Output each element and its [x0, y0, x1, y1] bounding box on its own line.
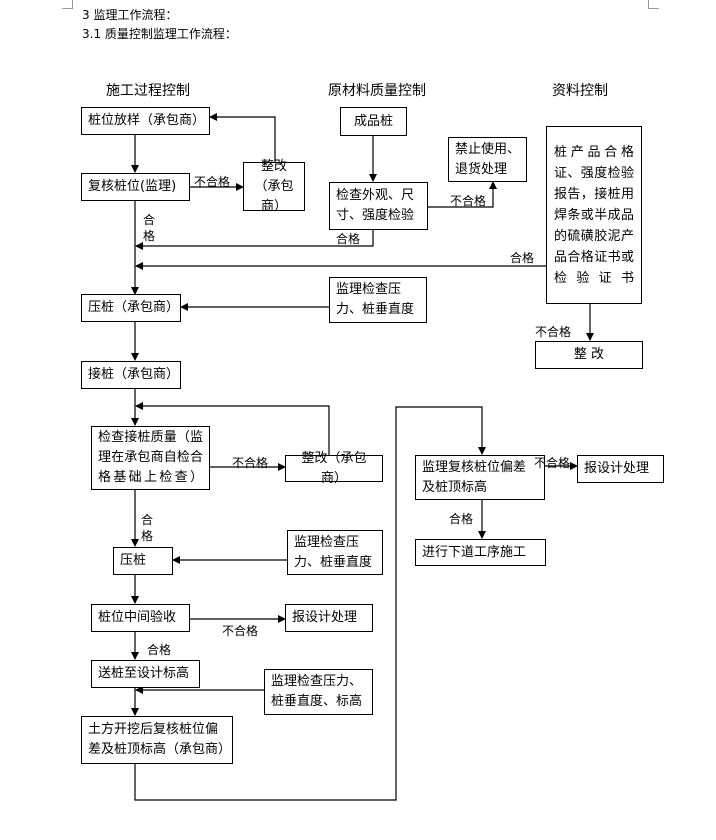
inspect-appearance-box: 检查外观、尺寸、强度检验: [329, 182, 428, 230]
deliver-pile-box: 送桩至设计标高: [91, 660, 200, 688]
fail-label: 不合格: [450, 194, 487, 208]
fail-label: 不合格: [222, 624, 259, 638]
recheck-position-box: 复核桩位(监理): [81, 173, 190, 201]
column-title-materials: 原材料质量控制: [328, 83, 426, 99]
pile-layout-box: 桩位放样（承包商）: [81, 107, 210, 135]
column-title-construction: 施工过程控制: [106, 83, 190, 99]
next-process-box: 进行下道工序施工: [415, 539, 546, 566]
pass-label: 合格: [449, 512, 474, 526]
fail-label: 不合格: [232, 456, 269, 470]
finished-pile-box: 成品桩: [340, 107, 407, 136]
certificate-box: 桩产品合格证、强度检验报告，接桩用焊条或半成品的硫磺胶泥产品合格证书或检验证书: [546, 126, 642, 304]
supervise-pressure-box-3: 监理检查压力、桩垂直度、标高: [264, 669, 373, 715]
press-pile-box-2: 压桩: [113, 547, 173, 575]
report-design-box-2: 报设计处理: [577, 455, 664, 483]
fail-label: 不合格: [534, 456, 571, 470]
fail-label: 不合格: [535, 325, 572, 339]
corner-mark-top-left: [62, 0, 73, 9]
pass-label: 合格: [336, 232, 361, 246]
fail-label: 不合格: [194, 175, 231, 189]
section-heading: 3 监理工作流程：: [82, 8, 178, 22]
supervise-pressure-box-2: 监理检查压力、桩垂直度: [287, 530, 383, 575]
ban-use-box: 禁止使用、退货处理: [448, 137, 527, 182]
earthwork-box: 土方开挖后复核桩位偏差及桩顶标高（承包商）: [81, 716, 233, 764]
press-pile-box-1: 压桩（承包商）: [81, 294, 181, 322]
join-pile-box: 接桩（承包商）: [81, 361, 181, 389]
rectify-box-2: 整改（承包商）: [285, 451, 383, 486]
subsection-heading: 3.1 质量控制监理工作流程：: [82, 27, 237, 41]
rectify-cert-box: 整 改: [535, 341, 643, 369]
mid-acceptance-box: 桩位中间验收: [91, 604, 190, 632]
corner-mark-top-right: [648, 0, 659, 9]
pass-label: 合格: [510, 251, 535, 265]
inspect-join-box: 检查接桩质量（监理在承包商自检合格基础上检查）: [91, 426, 210, 490]
pass-label: 合格: [143, 213, 156, 243]
pass-label: 合格: [141, 513, 154, 543]
column-title-documents: 资料控制: [552, 83, 608, 99]
report-design-box-1: 报设计处理: [285, 604, 373, 632]
supervise-pressure-box-1: 监理检查压力、桩垂直度: [329, 277, 427, 323]
pass-label: 合格: [147, 643, 172, 657]
recheck-deviation-box: 监理复核桩位偏差及桩顶标高: [415, 455, 545, 500]
rectify-box-1: 整改（承包商）: [243, 159, 305, 214]
